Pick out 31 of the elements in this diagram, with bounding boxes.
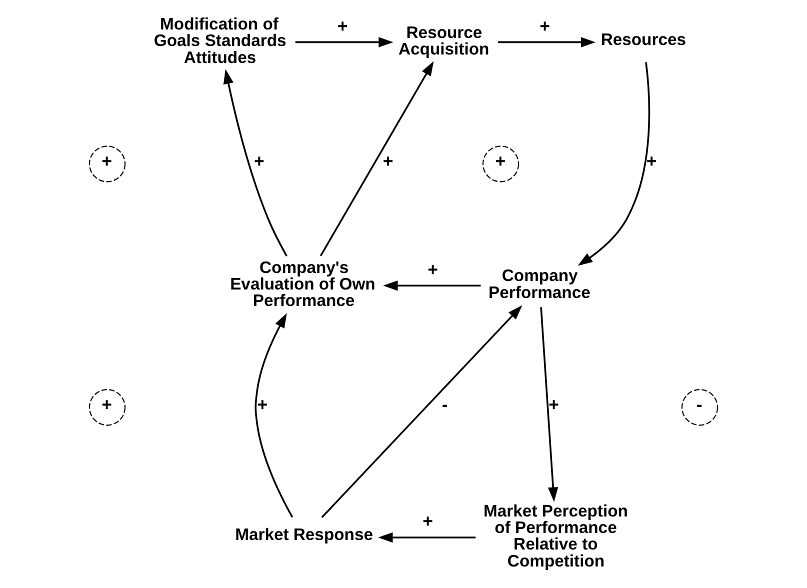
arrow [498,37,596,48]
label: - [696,394,702,415]
arrow [254,313,294,518]
node-text: Modification of Goals Standards Attitudes [154,14,286,67]
arrow [295,37,394,48]
edge-label: + [382,151,394,172]
edge-label: + [257,394,268,415]
node-text: Market Perception of Performance Relative to Competition [484,501,628,570]
arrow [540,307,558,502]
edge-label: + [646,151,657,172]
label: + [495,151,506,172]
edge-label: + [422,511,434,532]
arrow [321,305,522,518]
edge-label: + [540,16,550,36]
edge-label: + [337,16,348,36]
edge-label: - [442,394,448,415]
arrow [578,62,650,266]
node-text: Resource Acquisition [398,22,490,58]
arrow [223,69,288,256]
edge-label: + [428,259,438,280]
label: + [102,394,112,415]
arrow [320,61,434,256]
arrow [378,532,476,543]
node-text: Company's Evaluation of Own Performance [230,258,376,310]
arrow [383,280,481,291]
edge-label: + [548,394,559,415]
node-text: Market Response [235,525,374,544]
edge-label: + [254,151,264,172]
node-text: Company Performance [488,266,590,302]
label: + [102,151,112,172]
node-text: Resources [600,30,686,49]
